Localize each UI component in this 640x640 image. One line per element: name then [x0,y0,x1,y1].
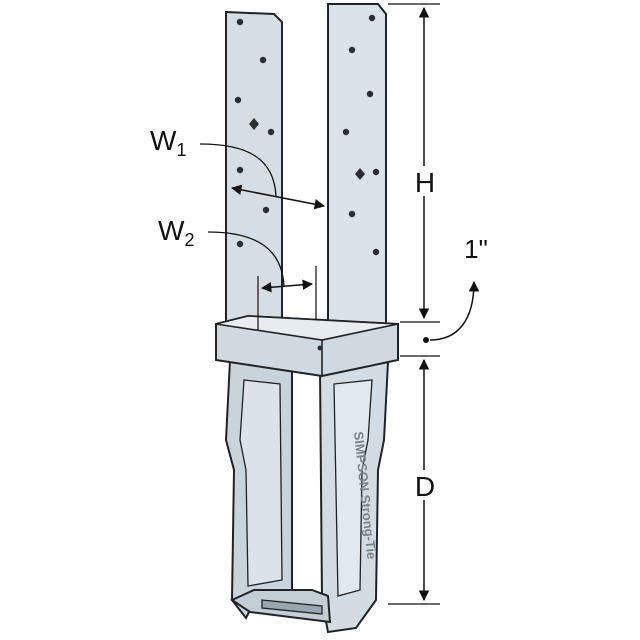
dimension-w1-label: W1 [150,125,186,160]
dimension-d: D [388,355,440,605]
side-plate-right [327,3,387,344]
dimension-offset: 1" [423,234,488,343]
embedded-leg-right [318,360,390,634]
side-plate-left [225,10,283,323]
dimension-d-label: D [415,471,435,502]
embedded-leg-left [224,358,293,620]
dimension-w2: W2 [158,215,317,330]
dimension-h-label: H [415,167,435,198]
standoff-collar [215,314,399,378]
foot-loop [229,589,332,624]
dimension-offset-label: 1" [464,234,488,264]
dimension-w1: W1 [150,125,326,210]
dimension-h: H [388,3,440,323]
dimension-w2-label: W2 [158,215,194,250]
